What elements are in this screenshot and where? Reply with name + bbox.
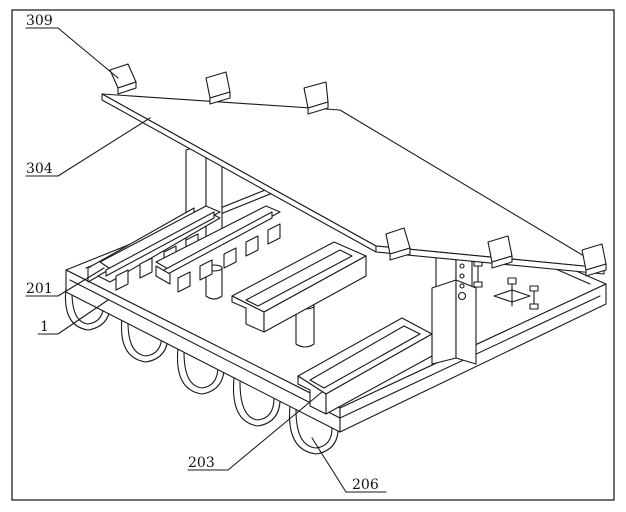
label-304: 304 (26, 161, 53, 177)
top-plate (101, 93, 605, 275)
right-fittings (473, 259, 539, 310)
center-channel (231, 241, 367, 333)
right-column (431, 245, 477, 365)
front-channel (297, 317, 433, 415)
leader-lines (25, 27, 387, 493)
label-1: 1 (40, 319, 49, 335)
label-206: 206 (352, 477, 379, 493)
label-203: 203 (188, 455, 215, 471)
left-channel-2 (155, 205, 281, 293)
left-channel-1 (87, 205, 221, 291)
clip-brackets (109, 63, 607, 277)
label-309: 309 (26, 13, 53, 29)
label-201: 201 (26, 281, 53, 297)
